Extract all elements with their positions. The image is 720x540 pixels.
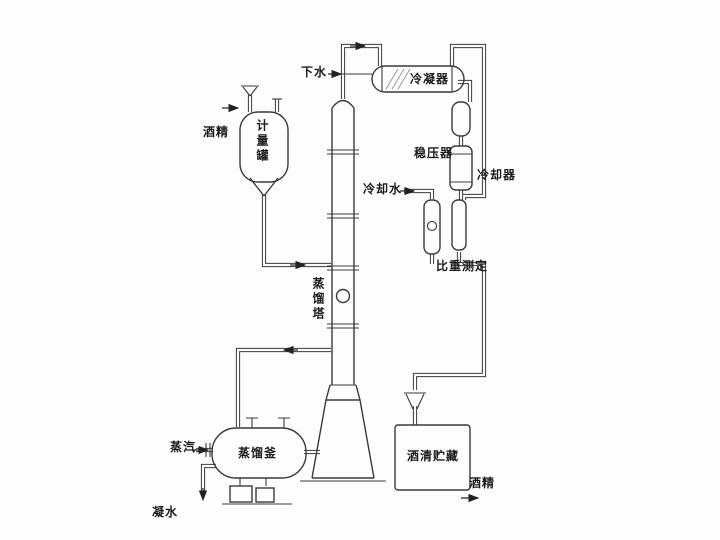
column-skirt: [311, 384, 375, 479]
pump-motor: [255, 487, 275, 503]
label-condenser: 冷凝器: [410, 72, 450, 86]
metering-tank-funnel: [241, 85, 259, 97]
kettle-body: [211, 427, 307, 479]
label-metering-tank: 计量罐: [255, 119, 269, 164]
metering-tank-cone: [249, 177, 279, 197]
label-steam: 蒸汽: [170, 440, 197, 454]
label-cooling-water: 冷却水: [363, 182, 403, 196]
label-alcohol-product: 酒精: [469, 476, 496, 490]
column-baseline: [300, 384, 386, 482]
condenser-hatch: [385, 68, 411, 90]
label-condensate: 凝水: [152, 505, 179, 519]
metering-tank-body: [239, 111, 289, 183]
pump-body: [229, 485, 253, 503]
column-flanges: [327, 149, 359, 329]
label-alcohol-feed: 酒精: [203, 125, 230, 139]
label-distillation-column: 蒸馏塔: [311, 277, 325, 322]
label-gravity-measurement: 比重测定: [436, 259, 489, 273]
storage-tank-body: [394, 424, 471, 491]
condenser-body: [371, 65, 465, 93]
label-drain-water: 下水: [301, 65, 328, 79]
stabilizer-vessel: [451, 101, 471, 137]
flow-arrows: [186, 41, 480, 503]
densimeter-left-tube: [423, 199, 441, 255]
kettle-nozzles: [246, 417, 290, 428]
sight-glass: [335, 288, 351, 304]
pump-unit: [222, 478, 292, 505]
cooler-caps: [450, 153, 472, 183]
label-cooler: 冷却器: [477, 168, 517, 182]
label-pressure-stabilizer: 稳压器: [414, 146, 454, 160]
storage-tank-funnel: [404, 392, 426, 410]
densimeter-float: [426, 220, 438, 232]
pump-suction-lines: [239, 478, 267, 486]
stabilizer-body: [451, 101, 471, 137]
condenser-vessel: [371, 65, 465, 93]
cooler-body: [449, 145, 473, 191]
cooler-vessel: [449, 145, 473, 191]
label-alcohol-storage: 酒清贮藏: [407, 449, 460, 463]
metering-tank-vessel: [239, 85, 289, 197]
distillation-column: [300, 99, 386, 482]
column-dome: [331, 99, 355, 109]
densimeter-right-tube: [451, 199, 467, 251]
densimeter-tubes: [423, 199, 467, 255]
label-distillation-kettle: 蒸馏釜: [238, 446, 278, 460]
storage-tank: [394, 392, 471, 491]
condenser-tubesheets: [381, 66, 453, 92]
